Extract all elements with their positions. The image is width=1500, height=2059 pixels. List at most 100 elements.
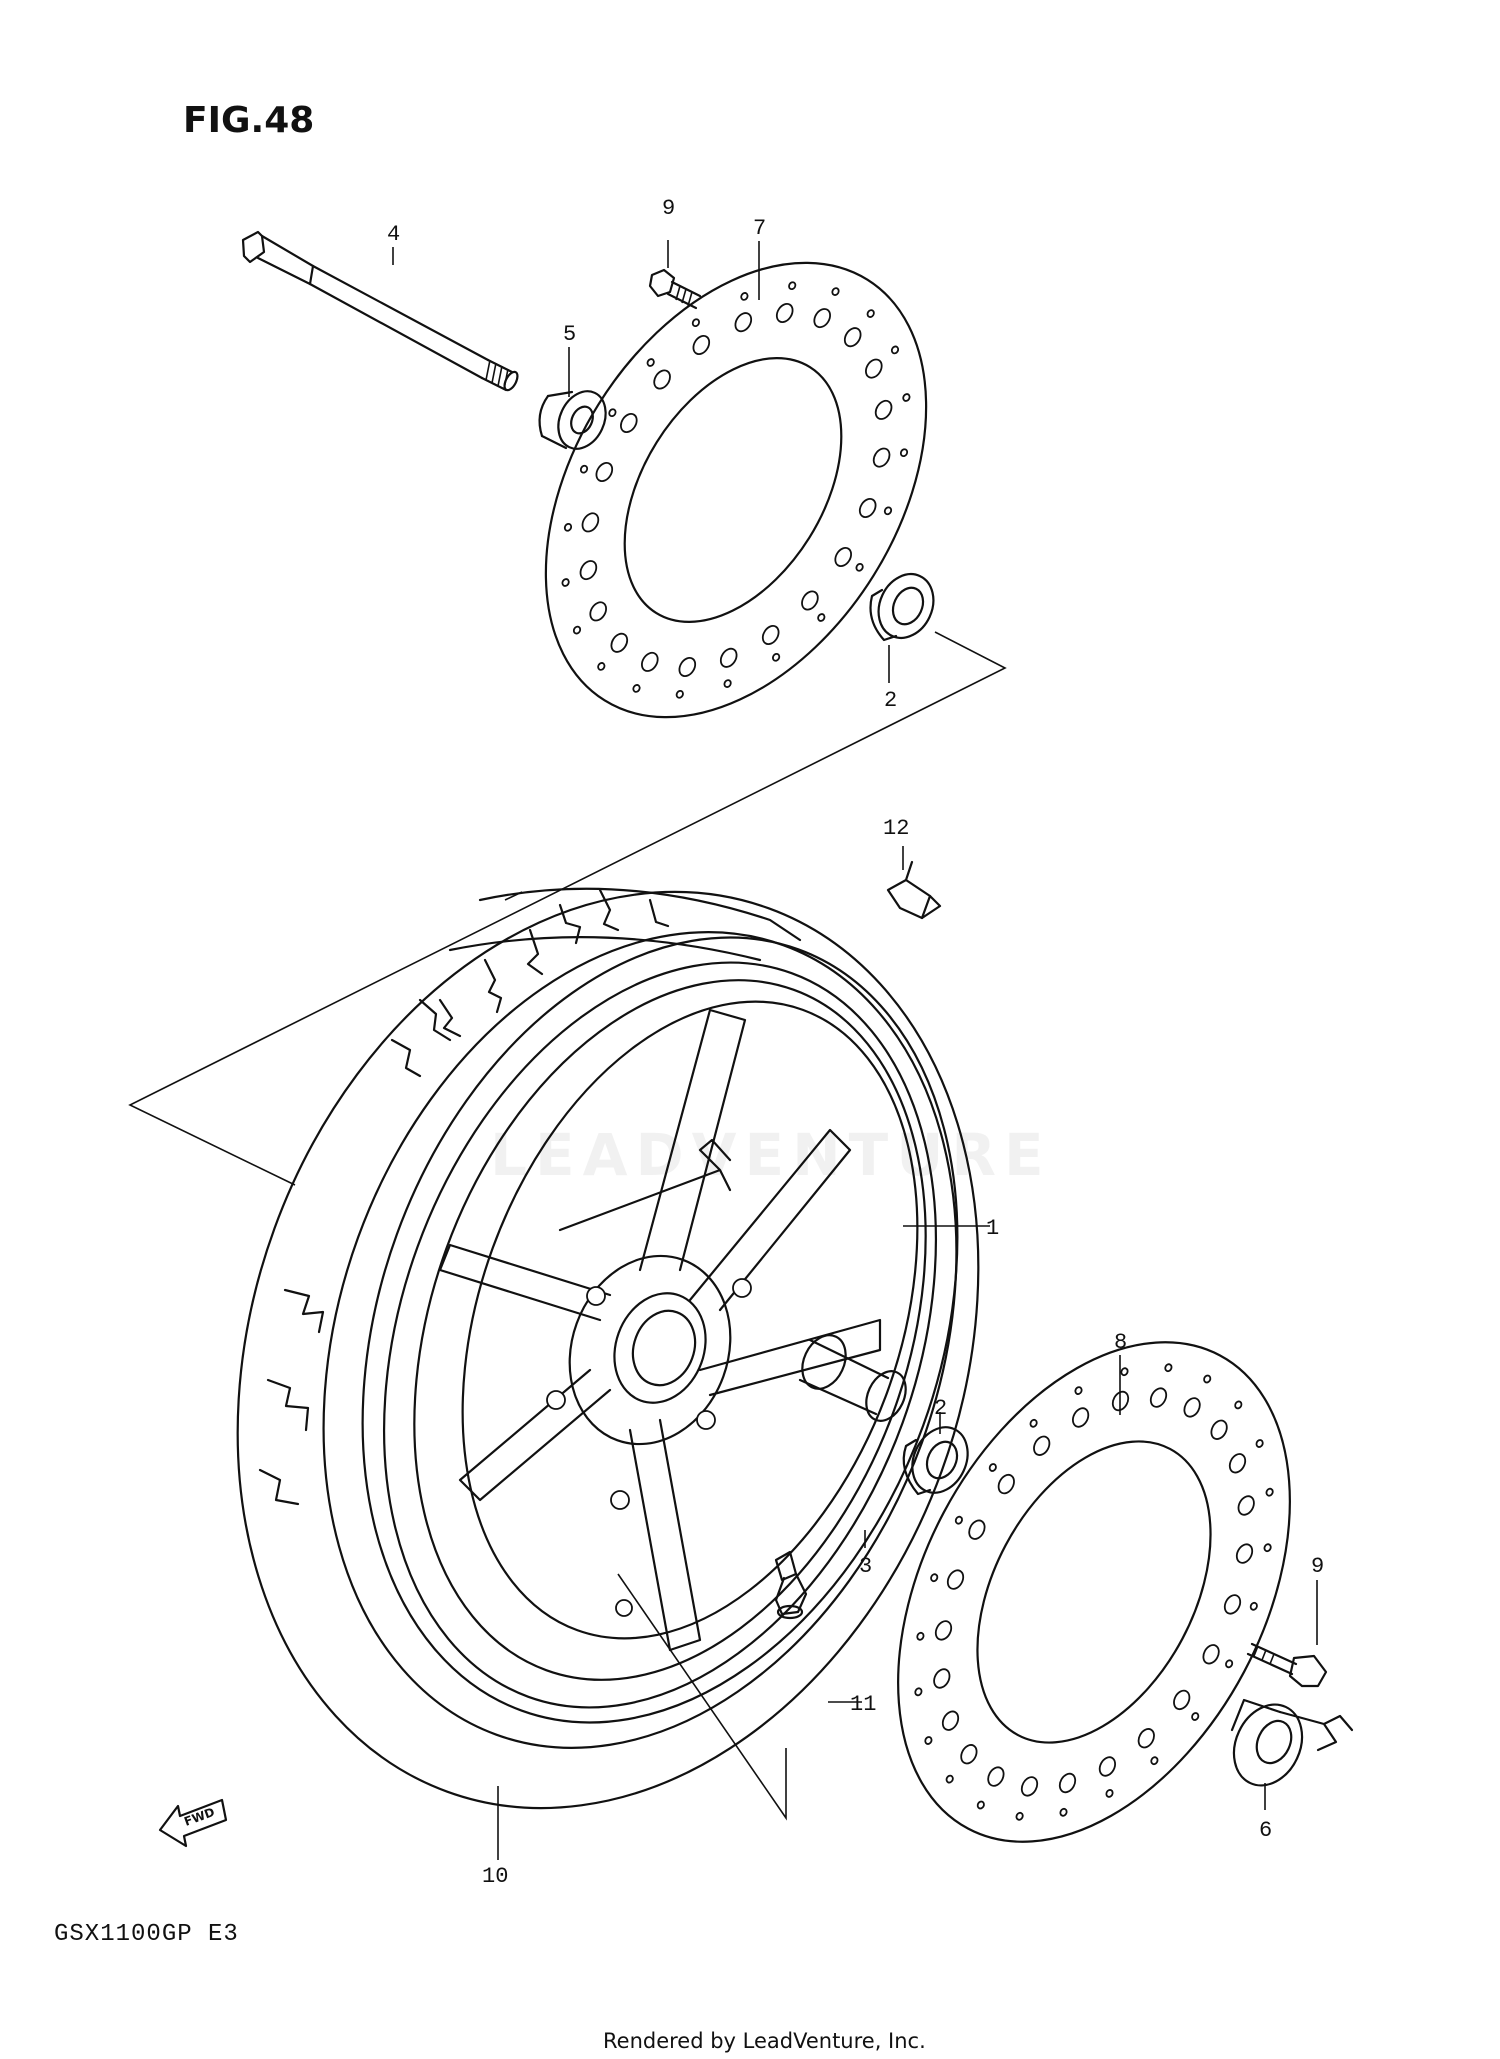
disc-hole [813,308,831,329]
callout-10[interactable]: 10 [482,1864,508,1889]
wheel[interactable] [286,885,1034,1785]
disc-hole [1020,1776,1039,1797]
disc-hole [1249,1601,1258,1611]
disc-hole [1191,1712,1200,1721]
disc-hole [1210,1419,1228,1440]
disc-hole [1149,1387,1168,1408]
disc-hole [1015,1811,1024,1821]
disc-hole [831,287,840,296]
disc-hole [843,327,862,348]
disc-hole [563,522,573,532]
disc-hole [723,679,732,688]
disc-hole [1237,1495,1255,1516]
disc-hole [988,1463,997,1472]
figure-title: FIG.48 [183,100,314,141]
watermark: LEADVENTURE [490,1121,1052,1189]
disc-hole [1059,1807,1068,1817]
bearing-top[interactable] [868,565,943,647]
disc-hole [946,1569,965,1590]
disc-hole [987,1766,1005,1787]
disc-hole [1183,1397,1201,1418]
disc-hole [740,292,749,301]
disc-hole [1263,1543,1272,1553]
disc-hole [719,647,738,668]
disc-hole [1228,1453,1247,1474]
disc-hole [579,560,598,581]
disc-hole [691,318,700,328]
disc-hole [589,601,607,622]
collar[interactable] [538,384,615,457]
disc-hole [801,590,819,611]
disc-hole [620,412,638,434]
brake-disc-left[interactable] [467,194,1005,786]
callout-9-top[interactable]: 9 [662,196,675,221]
callout-5[interactable]: 5 [563,322,576,347]
disc-hole [1105,1789,1114,1798]
disc-hole [597,662,606,671]
callout-9-bottom[interactable]: 9 [1311,1554,1324,1579]
disc-hole [960,1744,978,1765]
disc-hole [561,578,570,587]
disc-hole [945,1774,954,1784]
callout-3[interactable]: 3 [859,1554,872,1579]
disc-hole [933,1668,951,1689]
disc-hole [976,1800,985,1810]
clip[interactable] [886,860,942,920]
disc-hole [855,562,864,572]
disc-hole [954,1515,963,1525]
disc-hole [899,448,909,458]
disc-hole [692,334,711,356]
disc-hole [941,1710,960,1731]
disc-hole [1137,1728,1155,1749]
disc-hole [653,369,671,390]
disc-hole [1150,1756,1159,1766]
disc-hole [579,464,589,474]
axle[interactable] [241,230,520,392]
disc-bolt-top[interactable] [648,268,702,310]
disc-hole [1033,1435,1051,1456]
disc-hole [788,281,797,291]
spacer[interactable] [794,1328,913,1427]
tire[interactable] [114,787,1103,1913]
disc-hole [1235,1543,1254,1564]
callout-8[interactable]: 8 [1114,1330,1127,1355]
disc-hole [890,345,900,355]
disc-hole [1058,1772,1077,1794]
disc-hole [1098,1756,1117,1777]
callout-12[interactable]: 12 [883,816,909,841]
disc-hole [610,632,629,653]
callout-4[interactable]: 4 [387,222,400,247]
callout-2-bottom[interactable]: 2 [934,1396,947,1421]
disc-hole [916,1631,925,1641]
disc-hole [834,546,852,568]
disc-hole [865,358,883,379]
disc-hole [1234,1400,1243,1410]
disc-hole [646,358,655,367]
disc-hole [874,399,893,420]
callout-11[interactable]: 11 [850,1692,876,1717]
fwd-arrow-icon: FWD [158,1798,228,1848]
bearing-bottom[interactable] [902,1418,978,1502]
callout-6[interactable]: 6 [1259,1818,1272,1843]
disc-hole [1173,1689,1191,1711]
disc-hole [641,651,659,672]
callout-7[interactable]: 7 [753,216,766,241]
disc-hole [924,1736,933,1745]
disc-hole [1202,1644,1220,1665]
speedometer-gearbox[interactable] [1221,1693,1354,1796]
disc-hole [772,652,781,662]
callout-2-top[interactable]: 2 [884,688,897,713]
disc-bolt-bottom[interactable] [1246,1642,1328,1688]
disc-hole [902,393,911,402]
disc-hole [997,1473,1015,1495]
disc-hole [1203,1374,1212,1384]
callout-1[interactable]: 1 [986,1216,999,1241]
model-code: GSX1100GP E3 [54,1921,239,1948]
disc-hole [914,1687,923,1697]
disc-hole [675,689,684,699]
disc-hole [1074,1386,1083,1395]
brake-disc-right[interactable] [818,1276,1370,1909]
valve[interactable] [774,1550,808,1620]
disc-hole [581,512,600,533]
